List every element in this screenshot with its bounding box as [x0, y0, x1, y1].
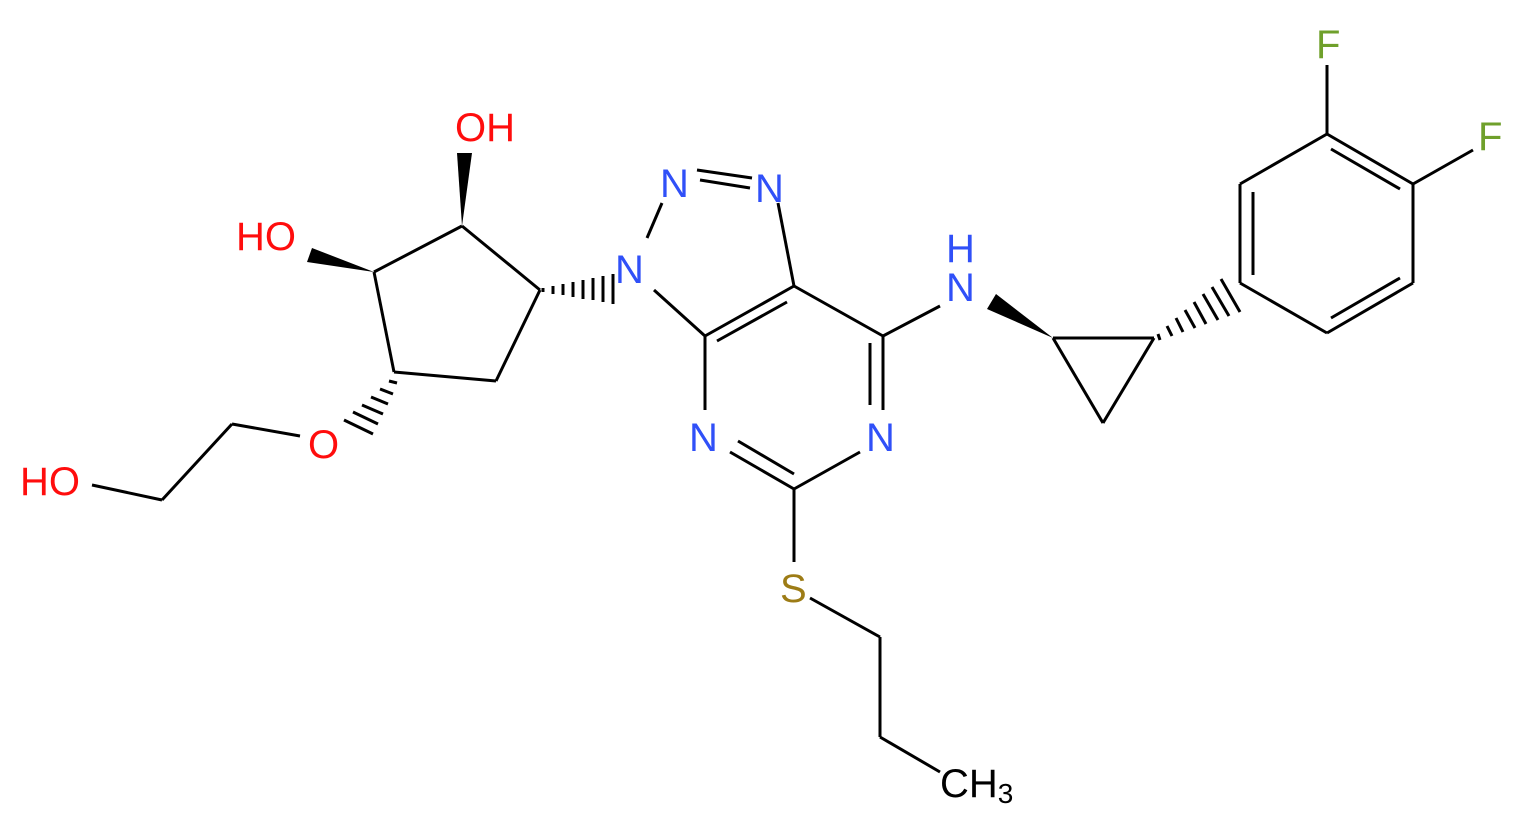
bond-ch2-ch2: [160, 422, 234, 502]
fluorine-right-label: F: [1478, 115, 1502, 159]
bond-ch2-ch3: [879, 735, 941, 774]
wedge-c3-oh: [307, 248, 374, 272]
wedge-nh-cp1: [987, 294, 1053, 338]
methyl-label: CH3: [940, 762, 1013, 809]
hash-c1-n9: [541, 274, 615, 304]
ho-chain-label: HO: [20, 460, 80, 504]
bond-c8-c4a-inner: [716, 300, 788, 343]
bond-c5-n4: [729, 450, 795, 491]
ho-left-label: HO: [236, 215, 296, 259]
bond-c2-c3: [373, 224, 463, 274]
triazole-n-top-label: N: [660, 162, 689, 206]
oh-top-label: OH: [455, 106, 515, 150]
hash-c4-o: [343, 379, 398, 436]
n9-label: N: [615, 248, 644, 292]
bond-ar6-ar1: [1239, 281, 1328, 335]
bond-cp1-cp3: [1051, 337, 1105, 424]
bond-c8-c4a: [704, 284, 795, 338]
bond-s-ch2: [809, 596, 881, 639]
bond-n6-c5: [793, 450, 861, 491]
methyl-ch: CH: [940, 762, 998, 806]
ether-oxygen-label: O: [308, 423, 339, 467]
bond-c8-c7: [793, 284, 884, 338]
bond-o-ch2: [231, 422, 301, 438]
bond-ar5-ar6: [1326, 281, 1414, 335]
bond-ar2-ar3: [1239, 132, 1328, 186]
bond-cp2-cp3: [1101, 337, 1156, 424]
wedge-c2-oh: [457, 153, 472, 226]
pyrimidine-n-right-label: N: [866, 416, 895, 460]
bond-c4-c5: [393, 370, 497, 383]
wedge-bonds: [307, 153, 1053, 338]
bond-n1-n2-a: [699, 178, 751, 190]
bond-c3-c4: [372, 271, 396, 373]
bond-c5-n4-inner: [737, 439, 795, 476]
atom-labels: OH HO HO O N N N N H N N S CH3 F F: [20, 23, 1502, 809]
bonds: [91, 65, 1474, 774]
bond-ar4-f: [1412, 148, 1474, 186]
pyrimidine-n-left-label: N: [689, 416, 718, 460]
bond-ar-inner-3: [1330, 276, 1401, 320]
fluorine-top-label: F: [1316, 23, 1340, 67]
bond-n9-n1: [645, 202, 664, 239]
bond-c7-nh: [882, 304, 941, 338]
hash-cp2-ar1: [1156, 278, 1242, 341]
sulfur-label: S: [780, 567, 807, 611]
triazole-n-right-label: N: [755, 167, 784, 211]
bond-ch2-oh: [91, 483, 163, 502]
methyl-subscript: 3: [998, 778, 1014, 809]
bond-c4a-n9: [652, 288, 707, 338]
bond-ar3-ar4: [1326, 132, 1414, 186]
bond-n1-n2-b: [696, 168, 753, 180]
bond-ar-inner-2: [1330, 147, 1401, 191]
bond-c5-c1: [494, 289, 542, 382]
bond-n2-c8: [776, 202, 796, 287]
bond-c2-c1: [461, 224, 541, 292]
amine-h-label: H: [946, 227, 975, 271]
amine-n-label: N: [946, 266, 975, 310]
